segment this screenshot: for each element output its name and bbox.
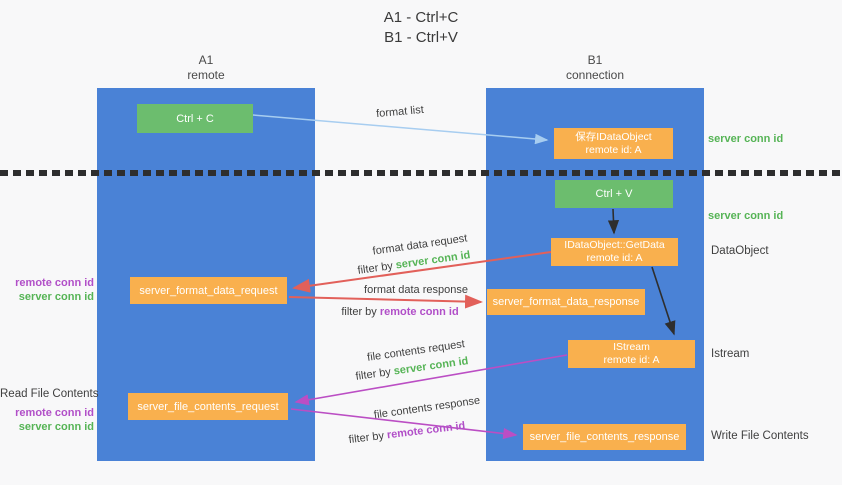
node-server-file-contents-request: server_file_contents_request xyxy=(128,393,288,420)
node-istream-line2: remote id: A xyxy=(603,354,660,366)
title-line-a1: A1 - Ctrl+C xyxy=(383,9,459,26)
format-data-response-arrow xyxy=(288,294,483,309)
label-file-contents-response: file contents response xyxy=(373,394,481,422)
node-idataobject-getdata-line2: remote id: A xyxy=(586,252,643,264)
label-format-list: format list xyxy=(375,103,425,121)
node-server-format-data-response: server_format_data_response xyxy=(487,289,645,315)
label-server-conn-id-left-2: server conn id xyxy=(18,421,94,433)
label-read-file-contents: Read File Contents xyxy=(0,388,99,400)
node-server-format-data-request: server_format_data_request xyxy=(130,277,287,304)
node-save-dataobject: 保存IDataObject remote id: A xyxy=(554,128,673,159)
node-idataobject-getdata: IDataObject::GetData remote id: A xyxy=(551,238,678,266)
label-filter-remote-conn-2: filter by remote conn id xyxy=(348,420,466,446)
left-conn-ids-lower: Read File Contents remote conn id server… xyxy=(0,387,99,434)
remote-conn-id-text: remote conn id xyxy=(386,419,466,442)
filter-by-text: filter by xyxy=(348,429,388,447)
remote-conn-id-text: remote conn id xyxy=(379,306,459,318)
node-ctrl-v: Ctrl + V xyxy=(555,180,673,208)
filter-by-text: filter by xyxy=(354,365,395,383)
node-server-file-contents-response: server_file_contents_response xyxy=(523,424,686,450)
node-idataobject-getdata-line1: IDataObject::GetData xyxy=(564,239,665,251)
label-filter-remote-conn-1: filter by remote conn id xyxy=(341,306,458,318)
title-line-b1: B1 - Ctrl+V xyxy=(384,29,458,46)
node-ctrl-c: Ctrl + C xyxy=(137,104,253,133)
label-istream: Istream xyxy=(711,348,750,360)
diagram-title: A1 - Ctrl+C B1 - Ctrl+V xyxy=(0,8,842,48)
lane-a1-title: A1 xyxy=(198,53,214,67)
label-dataobject: DataObject xyxy=(711,245,769,257)
lane-b1-header: B1 connection xyxy=(486,53,704,83)
lane-a1-subtitle: remote xyxy=(187,68,225,82)
filter-by-text: filter by xyxy=(356,259,397,277)
node-istream-line1: IStream xyxy=(613,341,650,353)
label-remote-conn-id-left-1: remote conn id xyxy=(15,277,94,289)
label-write-file-contents: Write File Contents xyxy=(711,430,809,442)
label-server-conn-id-right-1: server conn id xyxy=(708,133,784,145)
lane-b1-subtitle: connection xyxy=(565,68,625,82)
label-remote-conn-id-left-2: remote conn id xyxy=(15,407,94,419)
node-istream: IStream remote id: A xyxy=(568,340,695,368)
lane-a1-header: A1 remote xyxy=(97,53,315,83)
filter-by-text: filter by xyxy=(341,306,380,318)
label-server-conn-id-left-1: server conn id xyxy=(18,291,94,303)
label-format-data-response: format data response xyxy=(364,284,468,296)
node-save-dataobject-line1: 保存IDataObject xyxy=(575,130,652,143)
session-divider-line xyxy=(0,170,842,176)
left-conn-ids-upper: remote conn id server conn id xyxy=(0,276,94,304)
node-save-dataobject-line2: remote id: A xyxy=(585,143,642,156)
lane-b1-title: B1 xyxy=(587,53,603,67)
label-server-conn-id-right-2: server conn id xyxy=(708,210,784,222)
